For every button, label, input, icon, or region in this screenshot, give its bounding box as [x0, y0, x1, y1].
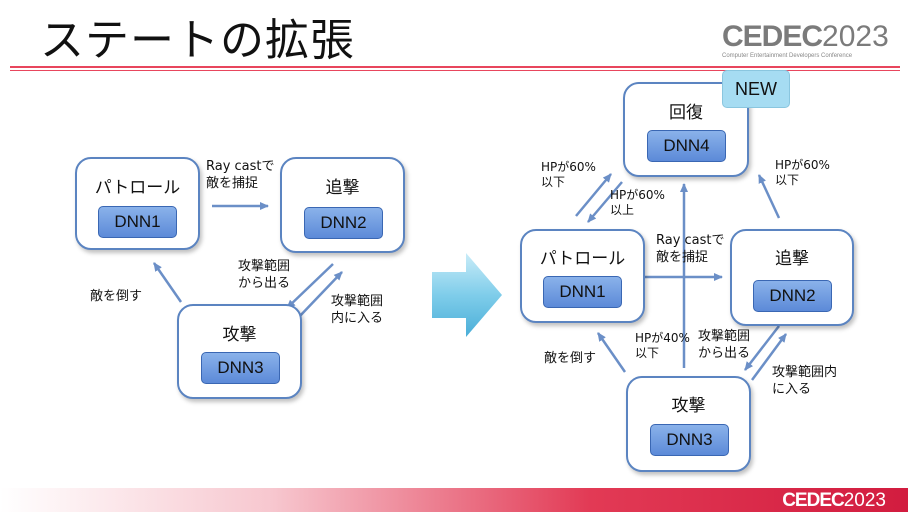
- dnn-box: DNN2: [753, 280, 832, 312]
- arrow-chase-to-recover: [757, 174, 781, 219]
- edge-label-out-of-range: 攻撃範囲から出る: [238, 259, 291, 291]
- arrow-recover-to-patrol: [587, 181, 623, 223]
- transition-big-arrow: [432, 253, 502, 337]
- logo-name: CEDEC: [722, 20, 823, 53]
- new-badge: NEW: [722, 70, 790, 108]
- logo-tagline: Computer Entertainment Developers Confer…: [722, 53, 853, 59]
- edge-label-hp-below-patrol: HPが60%以下: [541, 160, 596, 189]
- state-patrol-left: パトロール DNN1: [75, 157, 200, 250]
- state-chase-right: 追撃 DNN2: [730, 229, 854, 326]
- state-chase-left: 追撃 DNN2: [280, 157, 405, 253]
- arrow-attack-to-patrol: [152, 262, 183, 303]
- state-attack-right: 攻撃 DNN3: [626, 376, 751, 472]
- edge-label-in-range: 攻撃範囲内に入る: [331, 294, 384, 326]
- slide-title: ステートの拡張: [40, 15, 355, 66]
- dnn-box: DNN3: [201, 352, 280, 384]
- edge-label-hp-below-chase: HPが60%以下: [775, 158, 830, 187]
- state-label: パトロール: [539, 249, 626, 269]
- logo-year: 2023: [822, 20, 889, 53]
- cedec-logo: CEDEC2023 Computer Entertainment Develop…: [722, 20, 889, 60]
- edge-label-hp40: HPが40%以下: [635, 331, 690, 360]
- arrow-chase-to-attack-r: [744, 325, 780, 371]
- state-label: パトロール: [94, 178, 181, 198]
- state-label: 追撃: [775, 249, 809, 269]
- footer-logo: CEDEC2023: [782, 490, 886, 511]
- header-rule-thin: [10, 70, 900, 71]
- state-patrol-right: パトロール DNN1: [520, 229, 645, 323]
- edge-label-raycast-right: Ray castで敵を捕捉: [656, 233, 725, 265]
- state-label: 攻撃: [671, 396, 706, 416]
- edge-label-out-of-range-right: 攻撃範囲から出る: [698, 329, 751, 361]
- dnn-box: DNN3: [650, 424, 729, 456]
- edge-label-defeat-right: 敵を倒す: [544, 351, 597, 366]
- arrow-chase-to-attack: [286, 263, 334, 309]
- state-label: 回復: [669, 103, 703, 123]
- arrow-attack-to-chase-r: [750, 333, 788, 381]
- arrow-patrol-to-recover: [575, 173, 612, 217]
- arrow-attack-to-chase: [297, 271, 343, 319]
- footer-band: CEDEC2023: [0, 488, 908, 512]
- state-label: 追撃: [325, 178, 360, 198]
- edge-label-in-range-right: 攻撃範囲内に入る: [772, 365, 838, 397]
- dnn-box: DNN2: [304, 207, 383, 239]
- dnn-box: DNN4: [647, 130, 726, 162]
- edge-label-defeat: 敵を倒す: [90, 289, 143, 304]
- state-attack-left: 攻撃 DNN3: [177, 304, 302, 399]
- dnn-box: DNN1: [543, 276, 622, 308]
- dnn-box: DNN1: [98, 206, 177, 238]
- header-rule: [10, 66, 900, 68]
- arrow-attack-to-patrol-r: [596, 332, 627, 373]
- state-label: 攻撃: [222, 325, 257, 345]
- edge-label-raycast: Ray castで敵を捕捉: [206, 159, 275, 191]
- edge-label-hp-above: HPが60%以上: [610, 188, 665, 217]
